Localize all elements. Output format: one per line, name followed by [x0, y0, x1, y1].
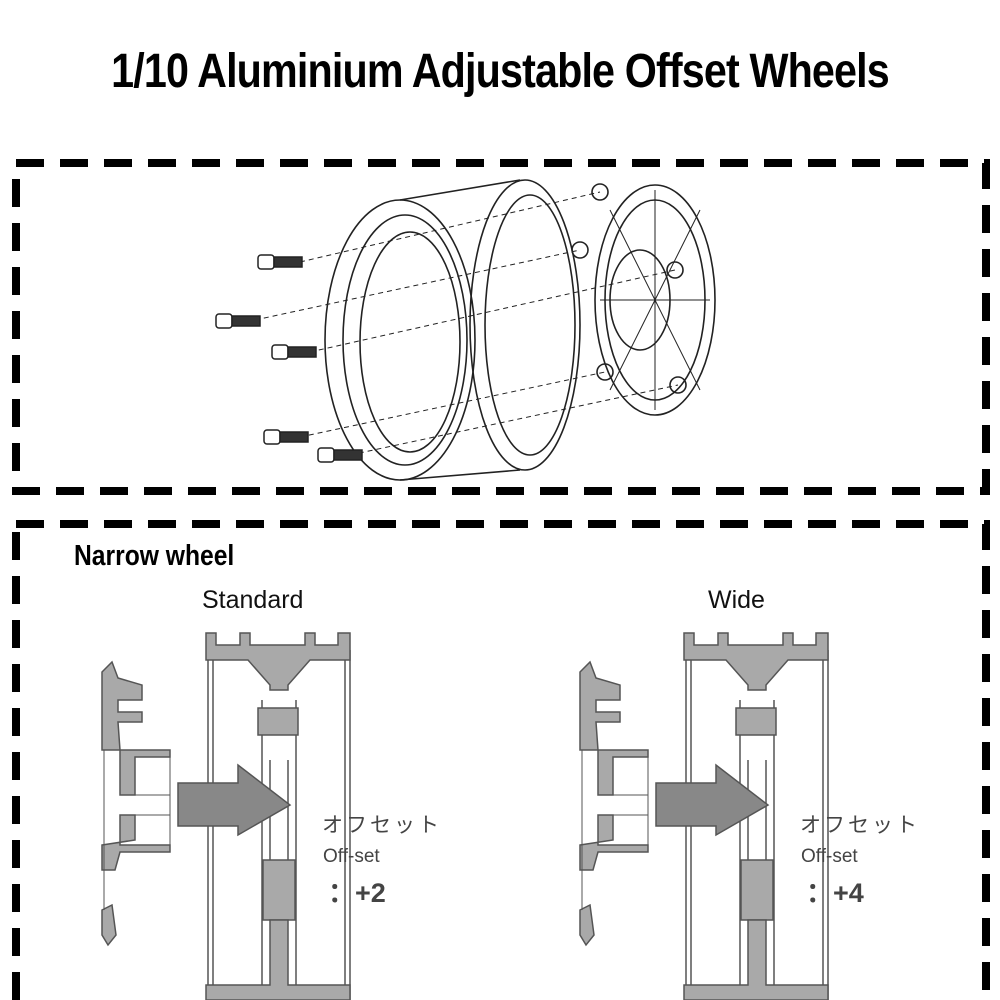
wide-offset-jp: オフセット	[800, 814, 920, 837]
standard-offset-en: Off-set	[323, 846, 380, 867]
standard-offset-value: ：+2	[328, 878, 386, 908]
exploded-view-frame	[12, 159, 990, 495]
wide-label: Wide	[708, 586, 765, 614]
page-title: 1/10 Aluminium Adjustable Offset Wheels	[111, 45, 890, 98]
wide-offset-diagram	[579, 632, 829, 1000]
standard-offset-diagram	[101, 632, 351, 1000]
offset-section-frame	[12, 520, 990, 1000]
wide-offset-en: Off-set	[801, 846, 858, 867]
standard-label: Standard	[202, 586, 304, 614]
wide-offset-value: ：+4	[806, 878, 864, 908]
screws	[215, 254, 363, 463]
standard-offset-jp: オフセット	[322, 814, 442, 837]
exploded-wheel-illustration	[215, 179, 716, 481]
narrow-wheel-heading: Narrow wheel	[74, 540, 235, 572]
